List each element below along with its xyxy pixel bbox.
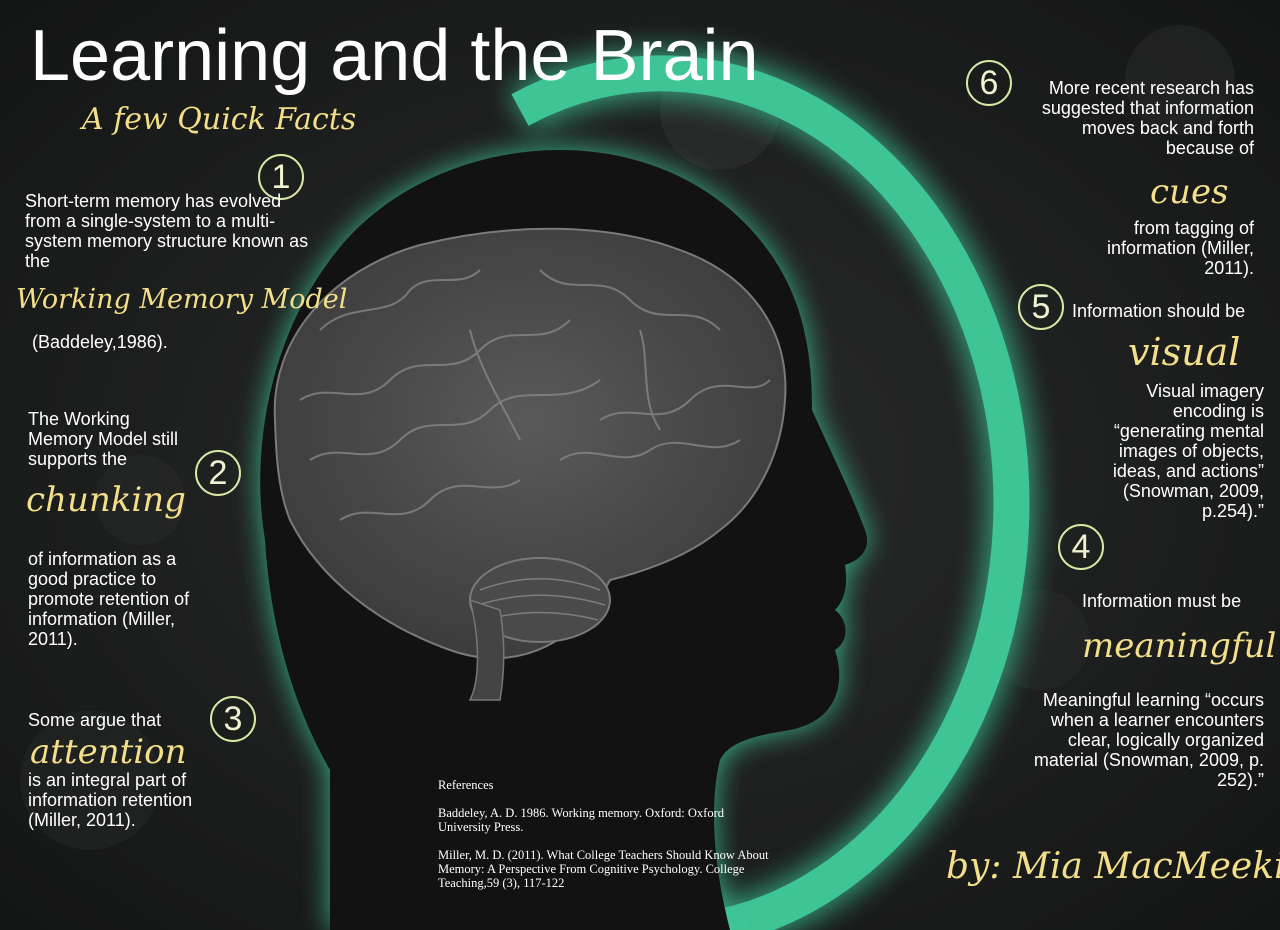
fact-4-text-after: Meaningful learning “occurs when a learn… bbox=[1033, 690, 1264, 790]
subtitle: A few Quick Facts bbox=[82, 102, 357, 137]
fact-5-keyword: visual bbox=[1128, 330, 1241, 374]
fact-2-text-before: The Working Memory Model still supports … bbox=[28, 409, 179, 469]
fact-1-text-before: Short-term memory has evolved from a sin… bbox=[25, 191, 309, 271]
reference-miller: Miller, M. D. (2011). What College Teach… bbox=[438, 848, 769, 890]
reference-baddeley: Baddeley, A. D. 1986. Working memory. Ox… bbox=[438, 806, 724, 834]
brain-image bbox=[273, 227, 787, 701]
fact-5-text-before: Information should be bbox=[1072, 301, 1246, 321]
fact-2-keyword: chunking bbox=[26, 480, 186, 520]
fact-4-text-before: Information must be bbox=[1082, 591, 1242, 611]
number-2-icon: 2 bbox=[195, 450, 241, 496]
fact-4-keyword: meaningful bbox=[1082, 626, 1277, 666]
fact-6-text-before: More recent research has suggested that … bbox=[1041, 78, 1254, 158]
number-5-icon: 5 bbox=[1018, 284, 1064, 330]
references-heading: References bbox=[438, 778, 494, 792]
author-signature: by: Mia MacMeekin bbox=[946, 846, 1280, 887]
fact-6-text-after: from tagging of information (Miller, 201… bbox=[1106, 218, 1254, 278]
fact-3-text-before: Some argue that bbox=[28, 710, 162, 730]
fact-2-text-after: of information as a good practice to pro… bbox=[28, 549, 190, 649]
number-1-icon: 1 bbox=[258, 154, 304, 200]
green-ring bbox=[508, 49, 1036, 930]
number-4-icon: 4 bbox=[1058, 524, 1104, 570]
fact-1-text-after: (Baddeley,1986). bbox=[32, 332, 168, 352]
references-block: References Baddeley, A. D. 1986. Working… bbox=[438, 778, 778, 890]
fact-3-keyword: attention bbox=[30, 732, 187, 772]
page-title: Learning and the Brain bbox=[30, 16, 759, 96]
number-3-icon: 3 bbox=[210, 696, 256, 742]
fact-6-keyword: cues bbox=[1150, 172, 1229, 212]
fact-3-text-after: is an integral part of information reten… bbox=[28, 770, 193, 830]
fact-1-keyword: Working Memory Model bbox=[16, 284, 348, 315]
number-6-icon: 6 bbox=[966, 60, 1012, 106]
fact-5-text-after: Visual imagery encoding is “generating m… bbox=[1112, 381, 1264, 521]
